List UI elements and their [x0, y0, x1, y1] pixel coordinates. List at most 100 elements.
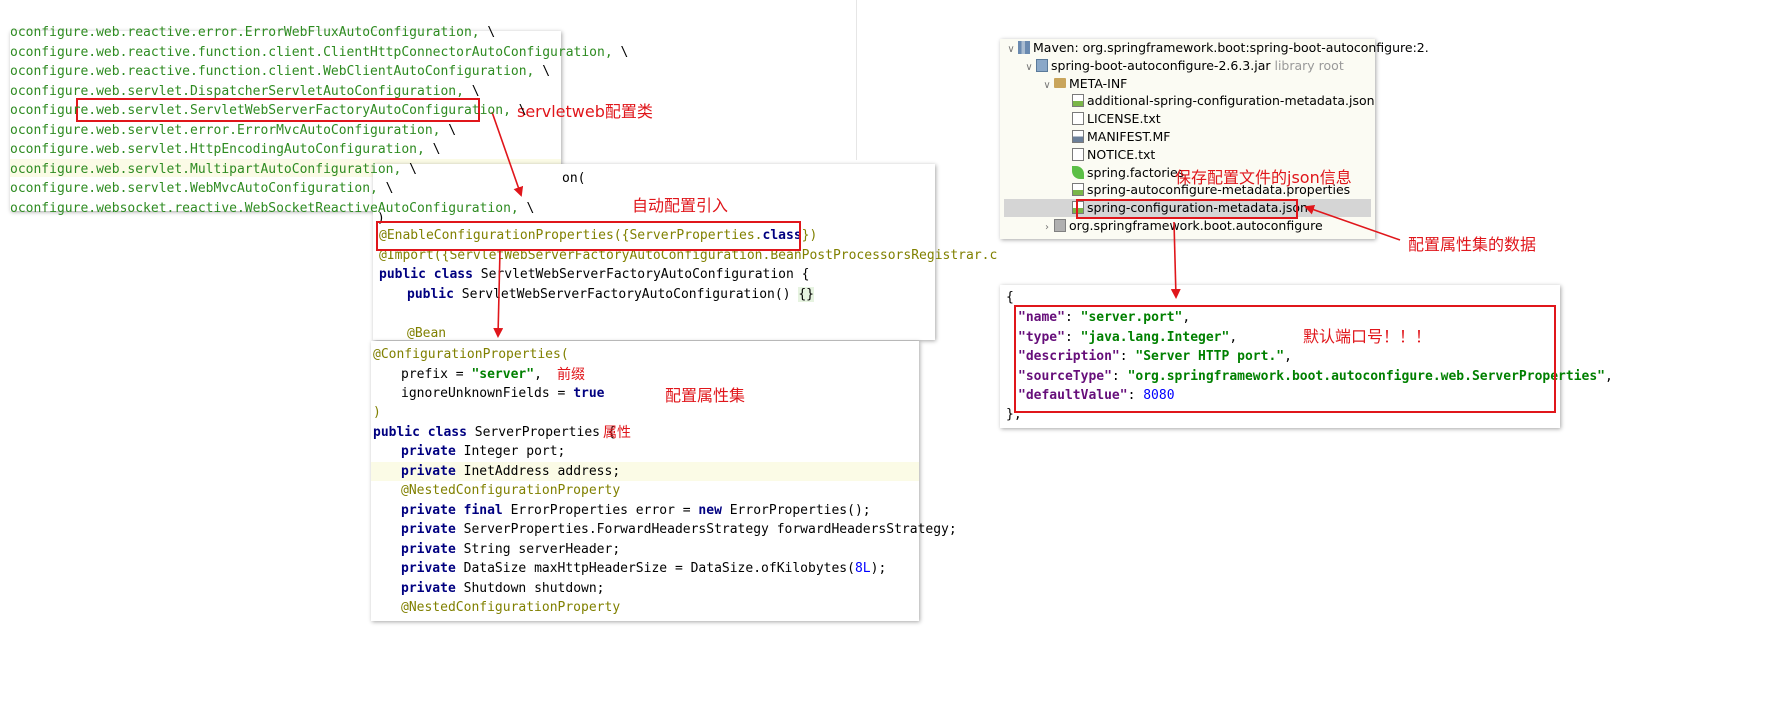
tree-item-label: org.springframework.boot.autoconfigure: [1069, 218, 1323, 233]
json-colon: :: [1127, 388, 1144, 403]
json-comma: ,: [1229, 329, 1238, 345]
field-declaration: private Integer port;: [401, 443, 565, 461]
properties-file-icon: [1072, 183, 1084, 197]
tree-item[interactable]: ∨ META-INF: [1004, 75, 1371, 93]
chevron-down-icon[interactable]: ∨: [1043, 79, 1051, 91]
field-declaration: private String serverHeader;: [401, 541, 620, 559]
field-declaration: private ServerProperties.ForwardHeadersS…: [401, 521, 957, 539]
annotation-close: ): [373, 405, 381, 420]
json-colon: :: [1111, 368, 1128, 384]
note-servletweb-config-class: servletweb配置类: [517, 102, 653, 121]
field-declaration: private InetAddress address;: [401, 463, 620, 481]
center-divider: [856, 0, 857, 160]
field-declaration: private Shutdown shutdown;: [401, 580, 605, 598]
json-entry: "type": "java.lang.Integer",: [1018, 328, 1237, 348]
tree-item[interactable]: spring-autoconfigure-metadata.properties: [1004, 181, 1371, 199]
note-prefix: 前缀: [557, 367, 585, 383]
modifier-keyword: private: [401, 522, 456, 537]
factory-class-name: oconfigure.web.reactive.function.client.…: [10, 64, 535, 79]
field-text: Integer port;: [455, 444, 566, 459]
json-highlight-box: [1014, 305, 1556, 413]
tree-item[interactable]: spring.factories: [1004, 164, 1371, 182]
factory-class-name: oconfigure.web.servlet.ServletWebServerF…: [10, 103, 511, 118]
json-entry: "name": "server.port",: [1018, 308, 1190, 328]
field-annotation: @NestedConfigurationProperty: [401, 599, 620, 617]
tree-item[interactable]: additional-spring-configuration-metadata…: [1004, 92, 1375, 110]
line-continuation: \: [518, 200, 535, 216]
factory-class-name: oconfigure.web.servlet.error.ErrorMvcAut…: [10, 122, 441, 138]
tree-item[interactable]: spring-configuration-metadata.json: [1004, 199, 1371, 218]
factory-entry: oconfigure.web.servlet.HttpEncodingAutoC…: [10, 141, 440, 159]
modifier-keyword: private: [401, 580, 456, 596]
enable-config-highlight-box: [376, 221, 801, 251]
manifest-file-icon: [1072, 130, 1084, 143]
line-continuation: \: [534, 64, 551, 79]
tree-item[interactable]: ∨spring-boot-autoconfigure-2.6.3.jar lib…: [1004, 57, 1371, 75]
json-entry: "sourceType": "org.springframework.boot.…: [1018, 367, 1613, 387]
line-continuation: \: [401, 161, 417, 177]
code-fragment: ): [377, 211, 385, 226]
tree-item-label: MANIFEST.MF: [1087, 129, 1171, 144]
tree-item[interactable]: LICENSE.txt: [1004, 110, 1371, 128]
json-value: "org.springframework.boot.autoconfigure.…: [1127, 368, 1606, 384]
tree-item-extra: library root: [1270, 57, 1344, 73]
constructor-declaration: public ServletWebServerFactoryAutoConfig…: [407, 287, 814, 302]
json-entry: "description": "Server HTTP port.",: [1018, 347, 1292, 367]
json-value: "Server HTTP port.": [1135, 349, 1285, 364]
chevron-right-icon[interactable]: ›: [1045, 222, 1049, 233]
annotation-text: @NestedConfigurationProperty: [401, 483, 621, 498]
tree-item-label: additional-spring-configuration-metadata…: [1087, 93, 1375, 109]
factory-class-name: oconfigure.web.reactive.error.ErrorWebFl…: [10, 25, 480, 40]
prefix-attribute: prefix = "server",: [401, 367, 542, 382]
json-colon: :: [1064, 329, 1081, 345]
json-value: "server.port": [1080, 310, 1183, 325]
factory-class-name: oconfigure.web.servlet.DispatcherServlet…: [10, 83, 464, 99]
factory-class-name: oconfigure.web.reactive.function.client.…: [10, 44, 613, 60]
annotation-text: @NestedConfigurationProperty: [401, 600, 621, 615]
modifier-keyword: private: [401, 561, 456, 576]
factory-class-name: oconfigure.web.servlet.WebMvcAutoConfigu…: [10, 181, 378, 196]
jar-icon: [1036, 58, 1048, 72]
arrow-data-note-to-file: [1304, 204, 1401, 241]
chevron-down-icon[interactable]: ∨: [1007, 44, 1015, 55]
json-value: 8080: [1143, 388, 1175, 403]
chevron-down-icon[interactable]: ∨: [1025, 61, 1033, 73]
arrow-factory-to-config: [491, 111, 524, 197]
tree-item-label: spring-configuration-metadata.json: [1087, 200, 1308, 216]
line-continuation: \: [612, 44, 629, 60]
tree-item[interactable]: ∨Maven: org.springframework.boot:spring-…: [1004, 39, 1428, 57]
json-key: "name": [1018, 310, 1065, 325]
highlight-line-bg: [371, 462, 919, 481]
json-comma: ,: [1605, 368, 1613, 384]
factory-entry: oconfigure.web.servlet.DispatcherServlet…: [10, 83, 480, 101]
tree-item[interactable]: NOTICE.txt: [1004, 146, 1371, 164]
field-declaration: private final ErrorProperties error = ne…: [401, 502, 871, 520]
factory-entry: oconfigure.web.servlet.error.ErrorMvcAut…: [10, 122, 456, 140]
json-file-icon: [1072, 201, 1084, 215]
json-file-icon: [1072, 94, 1084, 108]
auto-config-class-panel: on( ) @EnableConfigurationProperties({Se…: [373, 164, 997, 341]
factory-class-name: oconfigure.web.servlet.MultipartAutoConf…: [10, 161, 402, 177]
field-annotation: @NestedConfigurationProperty: [401, 482, 620, 500]
ignore-unknown-fields-attribute: ignoreUnknownFields = true: [401, 386, 605, 401]
tree-item[interactable]: MANIFEST.MF: [1004, 128, 1371, 146]
note-default-port: 默认端口号！！！: [1303, 327, 1432, 346]
tree-item[interactable]: › org.springframework.boot.autoconfigure: [1004, 217, 1371, 235]
line-continuation: \: [424, 142, 441, 157]
server-properties-class-declaration: public class ServerProperties {: [373, 425, 616, 440]
bean-annotation: @Bean: [407, 326, 447, 341]
maven-icon: [1018, 41, 1030, 54]
note-config-property-set: 配置属性集: [665, 386, 746, 405]
line-continuation: \: [377, 181, 394, 196]
json-key: "defaultValue": [1018, 388, 1128, 403]
tree-item-label: META-INF: [1069, 75, 1128, 91]
metadata-json-highlight-box: [1076, 199, 1298, 219]
servlet-factory-highlight-box: [76, 98, 480, 122]
field-text: DataSize maxHttpHeaderSize = DataSize.of…: [455, 561, 855, 576]
note-save-json-info: 保存配置文件的json信息: [1175, 168, 1352, 187]
json-key: "type": [1018, 329, 1065, 345]
new-keyword: new: [698, 502, 722, 518]
field-text: ErrorProperties error =: [502, 502, 699, 518]
import-annotation: @Import({ServletWebServerFactoryAutoConf…: [379, 248, 998, 263]
tree-item-label: LICENSE.txt: [1087, 111, 1161, 127]
